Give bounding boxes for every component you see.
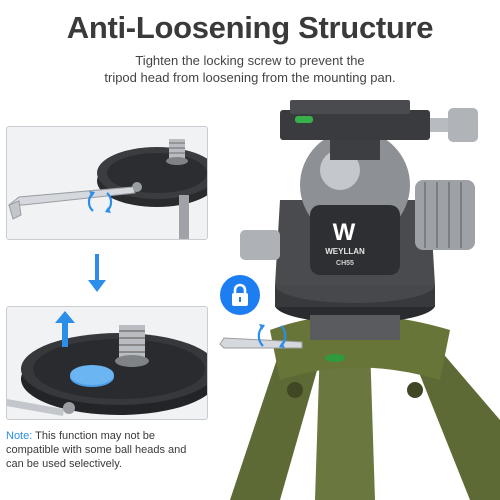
up-arrow-icon [55, 311, 75, 347]
subtitle-line-1: Tighten the locking screw to prevent the [135, 53, 365, 68]
detail-panel-top [6, 126, 208, 240]
logo-monogram: W [332, 219, 356, 246]
subtitle: Tighten the locking screw to prevent the… [80, 52, 420, 86]
subtitle-line-2: tripod head from loosening from the moun… [104, 70, 396, 85]
detail-panel-bottom [6, 306, 208, 420]
lock-icon [232, 283, 248, 306]
compatibility-note: Note: This function may not be compatibl… [6, 429, 206, 471]
rotate-arrow-icon [257, 324, 287, 348]
rotate-arrow-icon [87, 191, 113, 213]
note-text: This function may not be compatible with… [6, 430, 187, 470]
tripod-ball-head-illustration [230, 100, 500, 500]
note-label: Note: [6, 430, 33, 442]
brand-label: WEYLLAN [325, 247, 365, 256]
model-label: CH55 [336, 260, 354, 267]
lock-badge [220, 275, 260, 315]
down-arrow-icon [88, 254, 106, 292]
headline: Anti-Loosening Structure [66, 10, 434, 45]
